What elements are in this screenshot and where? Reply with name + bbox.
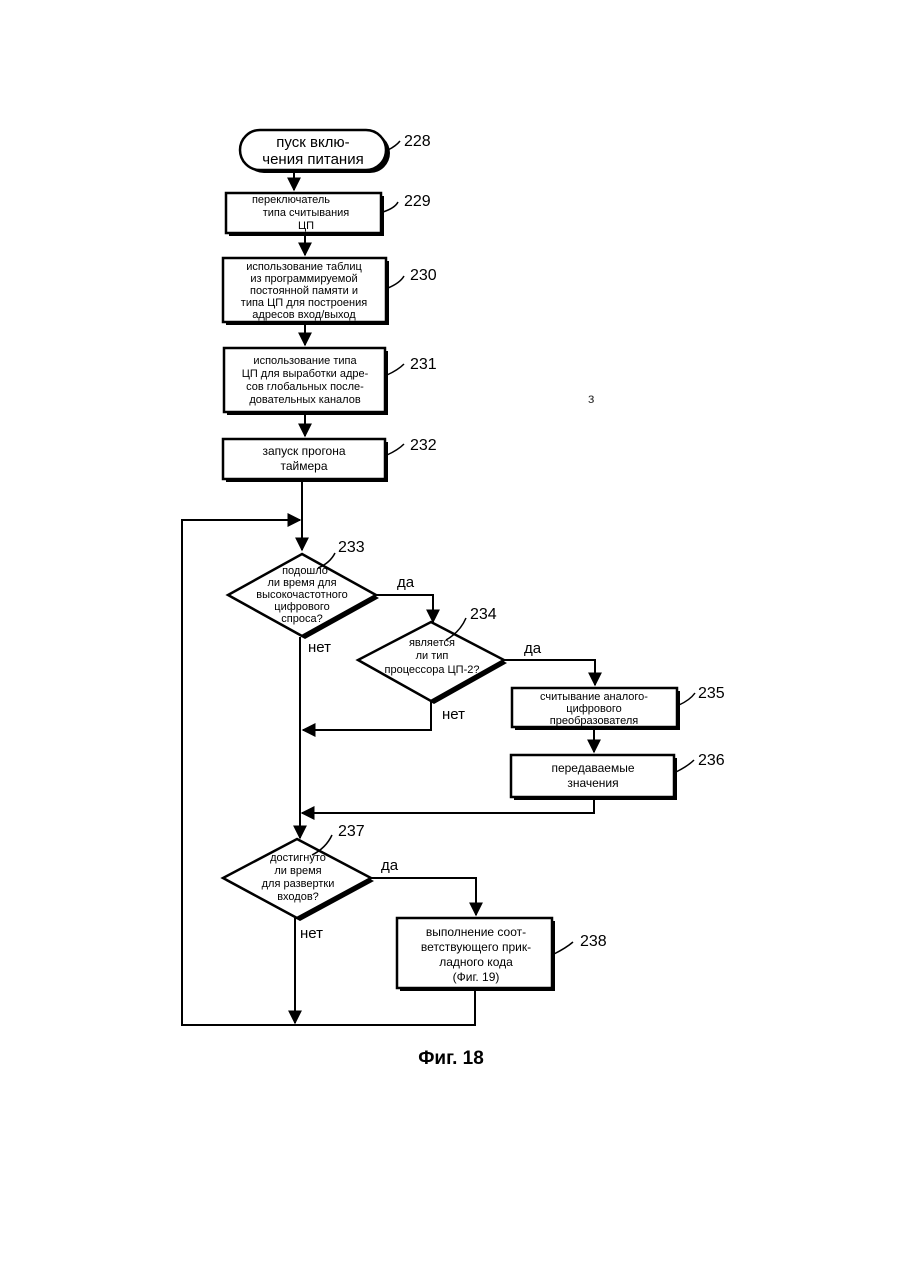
ref-235: 235 [698, 685, 725, 702]
node-235-line-2: цифрового [566, 703, 621, 715]
node-230-line-5: адресов вход/выход [252, 309, 356, 321]
ref-228: 228 [404, 133, 431, 150]
ref-231: 231 [410, 356, 437, 373]
node-233-line-5: спроса? [281, 613, 322, 625]
node-231-line-4: довательных каналов [249, 394, 361, 406]
ref-230: 230 [410, 267, 437, 284]
ref-229: 229 [404, 193, 431, 210]
node-230-line-4: типа ЦП для построения [241, 297, 367, 309]
node-235-line-3: преобразователя [550, 715, 638, 727]
node-237-line-1: достигнуто [270, 852, 326, 864]
node-232-line-2: таймера [280, 459, 327, 473]
node-235-line-1: считывание аналого- [540, 691, 648, 703]
node-238-line-2: ветствующего прик- [421, 940, 531, 954]
node-231-serial-channel-addresses: использование типа ЦП для выработки адре… [224, 348, 388, 415]
node-228-power-on: пуск вклю- чения питания [240, 130, 390, 173]
node-234-cpu2-decision: является ли тип процессора ЦП-2? [358, 622, 507, 704]
node-229-line-2: типа считывания [263, 207, 350, 219]
branch-237-yes: да [381, 857, 399, 874]
node-228-line-2: чения питания [262, 151, 363, 168]
node-231-line-1: использование типа [253, 355, 357, 367]
node-232-start-timer: запуск прогона таймера [223, 439, 388, 482]
node-238-line-1: выполнение соот- [426, 925, 526, 939]
node-228-line-1: пуск вклю- [276, 134, 349, 151]
node-237-line-2: ли время [274, 865, 321, 877]
ref-233: 233 [338, 539, 365, 556]
node-231-line-3: сов глобальных после- [246, 381, 364, 393]
node-229-cpu-type-switch: переключатель типа считывания ЦП [226, 193, 384, 236]
figure-caption: Фиг. 18 [418, 1048, 484, 1069]
node-233-hf-digital-decision: подошло ли время для высокочастотного ци… [228, 554, 379, 639]
node-230-line-3: постоянной памяти и [250, 285, 358, 297]
node-230-io-address-build: использование таблиц из программируемой … [223, 258, 389, 325]
node-230-line-1: использование таблиц [246, 261, 362, 273]
branch-233-no: нет [308, 639, 331, 656]
node-234-line-3: процессора ЦП-2? [385, 664, 480, 676]
ref-234: 234 [470, 606, 497, 623]
node-234-line-2: ли тип [416, 650, 449, 662]
reference-labels: 228 229 230 231 232 233 234 235 236 237 … [312, 133, 725, 954]
node-237-input-scan-decision: достигнуто ли время для развертки входов… [223, 839, 374, 921]
node-235-adc-read: считывание аналого- цифрового преобразов… [512, 688, 680, 730]
node-233-line-3: высокочастотного [256, 589, 348, 601]
node-233-line-4: цифрового [274, 601, 329, 613]
ref-236: 236 [698, 752, 725, 769]
branch-233-yes: да [397, 574, 415, 591]
node-237-line-4: входов? [277, 891, 319, 903]
node-237-line-3: для развертки [262, 878, 335, 890]
node-231-line-2: ЦП для выработки адре- [242, 368, 369, 380]
stray-scan-mark: з [588, 390, 594, 406]
node-229-line-1: переключатель [252, 194, 330, 206]
ref-238: 238 [580, 933, 607, 950]
ref-232: 232 [410, 437, 437, 454]
node-230-line-2: из программируемой [250, 273, 357, 285]
branch-234-yes: да [524, 640, 542, 657]
branch-234-no: нет [442, 706, 465, 723]
node-232-line-1: запуск прогона [262, 444, 345, 458]
node-236-transmitted-values: передаваемые значения [511, 755, 677, 800]
node-238-line-3: ладного кода [439, 955, 513, 969]
node-236-line-1: передаваемые [551, 761, 634, 775]
node-229-line-3: ЦП [298, 220, 314, 232]
ref-237: 237 [338, 823, 365, 840]
node-233-line-2: ли время для [267, 577, 336, 589]
node-238-line-4: (Фиг. 19) [453, 970, 500, 984]
node-236-line-2: значения [567, 776, 618, 790]
branch-237-no: нет [300, 925, 323, 942]
node-238-run-app-code: выполнение соот- ветствующего прик- ладн… [397, 918, 555, 991]
